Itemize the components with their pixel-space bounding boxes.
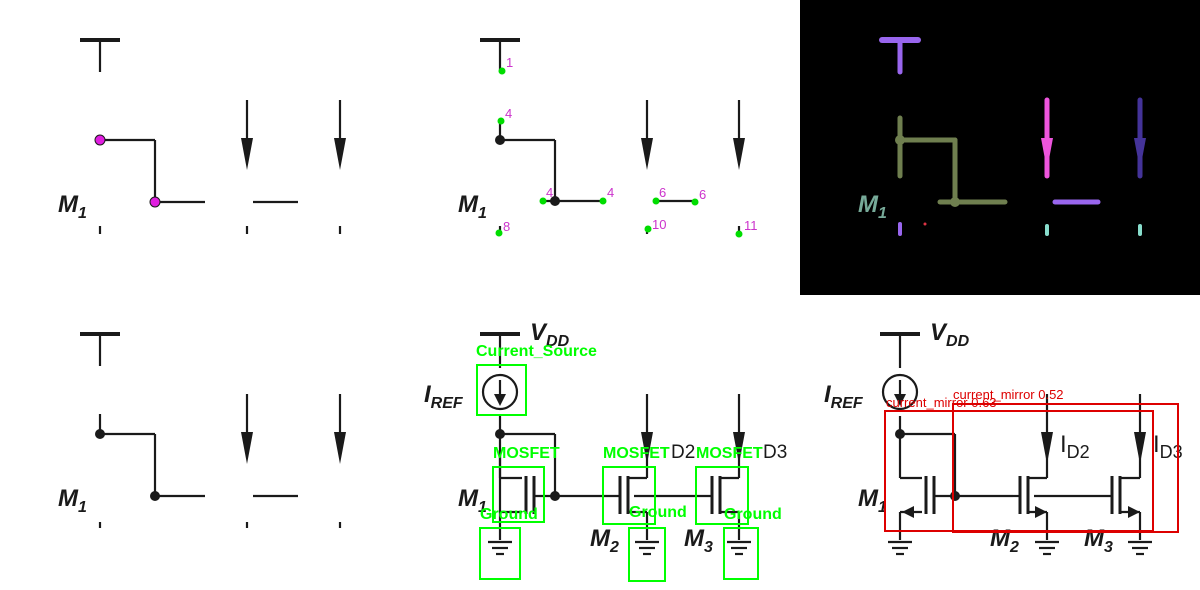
mask-junction: [950, 197, 960, 207]
detection-boxes: [476, 364, 759, 582]
arrow-head: [241, 432, 253, 464]
junction-point: [94, 134, 106, 146]
detection-label: MOSFET: [603, 445, 670, 462]
mask-panel-background: [800, 0, 1200, 295]
node-dot: [895, 429, 905, 439]
source-arrow: [494, 394, 506, 406]
keypoint-label: 1: [506, 55, 513, 70]
mask-arrow: [1041, 138, 1053, 170]
detection-label: Ground: [724, 506, 782, 523]
id3-tail-label: D3: [763, 442, 787, 463]
current-mirror-box: [952, 403, 1179, 533]
arrow-head: [1134, 432, 1146, 464]
keypoint-label: 4: [505, 106, 512, 121]
panel-detections: [480, 332, 751, 556]
current-mirror-label: current_mirror 0.63: [886, 395, 997, 410]
panel-keypoints: [480, 38, 741, 234]
detection-box-current-source: [476, 364, 527, 416]
detection-box-mosfet: [492, 466, 545, 523]
current-mirror-box: [884, 410, 1154, 532]
m1-label: M1: [58, 191, 87, 222]
detection-box-ground: [479, 527, 521, 580]
iref-label: IREF: [824, 381, 864, 412]
id2-tail-label: D2: [671, 442, 695, 463]
id2-label: ID2: [1060, 431, 1090, 462]
mask-speck: [923, 222, 927, 226]
detection-box-mosfet: [602, 466, 656, 525]
m1-label: M1: [58, 485, 87, 516]
detection-box-ground: [628, 527, 666, 582]
mask-arrow: [1134, 138, 1146, 170]
arrow-head: [334, 432, 346, 464]
m3-label: M3: [1084, 525, 1113, 556]
arrow-head: [733, 432, 745, 464]
keypoint-label: 4: [546, 185, 553, 200]
detection-labels: Current_Source MOSFET MOSFET MOSFET Grou…: [476, 343, 782, 523]
iref-label: IREF: [424, 381, 464, 412]
keypoint-label: 4: [607, 185, 614, 200]
arrow-head: [641, 138, 653, 170]
keypoint-markers: [495, 67, 743, 238]
node-dot: [495, 135, 505, 145]
arrow-head: [733, 138, 745, 170]
arrow-head: [334, 138, 346, 170]
mirror-boxes: [884, 403, 1179, 533]
node-dot: [550, 196, 560, 206]
keypoint-label: 8: [503, 219, 510, 234]
vdd-label: VDD: [530, 319, 570, 350]
arrow-head: [1041, 432, 1053, 464]
arrow-head: [241, 138, 253, 170]
vdd-label: VDD: [930, 319, 970, 350]
panel-skeleton-junctions: [80, 38, 342, 234]
detection-label: MOSFET: [493, 445, 560, 462]
arrow-head: [641, 432, 653, 464]
detection-label: Current_Source: [476, 343, 597, 360]
keypoint-label: 11: [744, 218, 758, 233]
current-mirror-label: current_mirror 0.52: [953, 387, 1064, 402]
source-arrow: [902, 506, 914, 518]
panel-full-circuit: [880, 332, 1152, 556]
panel-skeleton-plain: [80, 332, 342, 528]
source-arrow: [894, 394, 906, 406]
detection-label: Ground: [480, 506, 538, 523]
keypoint-label: 6: [699, 187, 706, 202]
id3-label: ID3: [1153, 431, 1183, 462]
m2-label: M2: [590, 525, 619, 556]
mask-m1-label: M1: [858, 191, 887, 222]
m1-label: M1: [458, 485, 487, 516]
node-dot: [950, 491, 960, 501]
keypoint-labels: 1 4 4 4 6 6 8 10 11: [503, 55, 758, 234]
keypoint-label: 10: [652, 217, 666, 232]
m2-label: M2: [990, 525, 1019, 556]
detection-box-mosfet: [695, 466, 749, 525]
m3-label: M3: [684, 525, 713, 556]
node-dot: [550, 491, 560, 501]
node-dot: [95, 429, 105, 439]
junction-point: [149, 196, 161, 208]
node-dot: [495, 429, 505, 439]
node-dot: [150, 491, 160, 501]
keypoint-label: 6: [659, 185, 666, 200]
detection-label: MOSFET: [696, 445, 763, 462]
detection-box-ground: [723, 527, 759, 580]
source-arrow: [1035, 506, 1047, 518]
m1-label: M1: [458, 191, 487, 222]
m1-label: M1: [858, 485, 887, 516]
source-arrow: [1128, 506, 1140, 518]
mask-junction: [895, 135, 905, 145]
detection-label: Ground: [629, 504, 687, 521]
